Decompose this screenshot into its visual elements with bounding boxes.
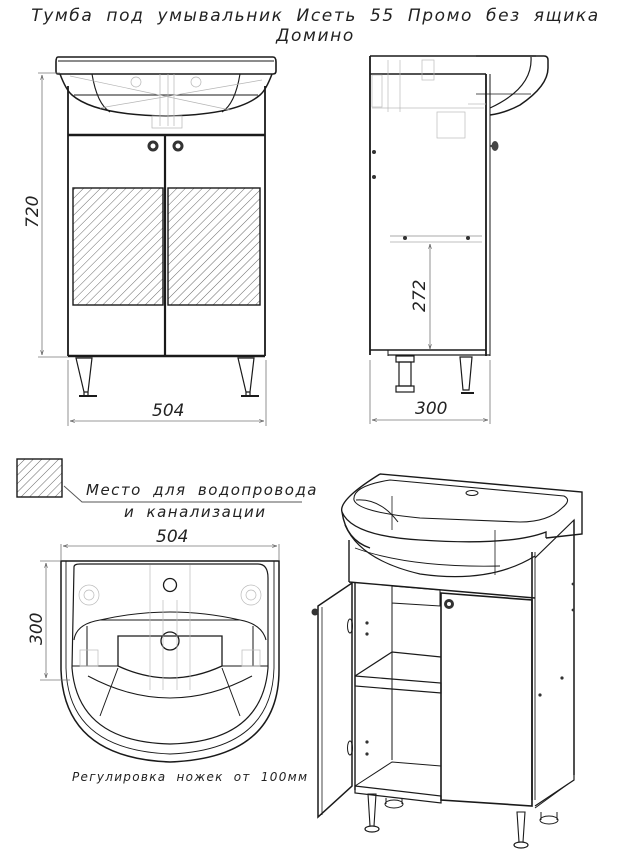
plumbing-space-label-line2: и канализации (124, 503, 267, 521)
plumbing-space-label-line1: Место для водопровода (86, 481, 319, 499)
leg-adjustment-note: Регулировка ножек от 100мм (72, 770, 309, 784)
hatch-swatch (16, 458, 63, 498)
isometric-view (317, 473, 583, 849)
drawing-title: Тумба под умывальник Исеть 55 Промо без … (31, 6, 600, 46)
front-cabinet (67, 86, 266, 358)
front-legs (75, 357, 259, 397)
width-504-label: 504 (152, 401, 184, 421)
height-720-label: 720 (23, 196, 43, 228)
side-knob-icon (490, 141, 499, 151)
front-dimensions (38, 72, 267, 426)
top-view: 504 300 (27, 527, 280, 763)
top-depth-300-label: 300 (27, 613, 47, 645)
side-legs (395, 355, 474, 394)
side-dimensions (369, 244, 491, 424)
top-width-504-label: 504 (156, 527, 188, 547)
top-dimensions (40, 544, 280, 681)
front-view: 720 504 (23, 56, 277, 426)
shelf-height-272-label: 272 (410, 280, 430, 312)
door-knob-right-icon (172, 140, 184, 152)
door-knob-left-icon (147, 140, 159, 152)
legend (16, 458, 302, 503)
iso-shelf-holes (365, 582, 575, 756)
iso-door-knob-open-icon (311, 608, 319, 616)
depth-300-label: 300 (415, 399, 447, 419)
front-basin (55, 56, 277, 129)
side-view: 272 300 (369, 55, 549, 424)
iso-knob-icon (444, 599, 454, 609)
